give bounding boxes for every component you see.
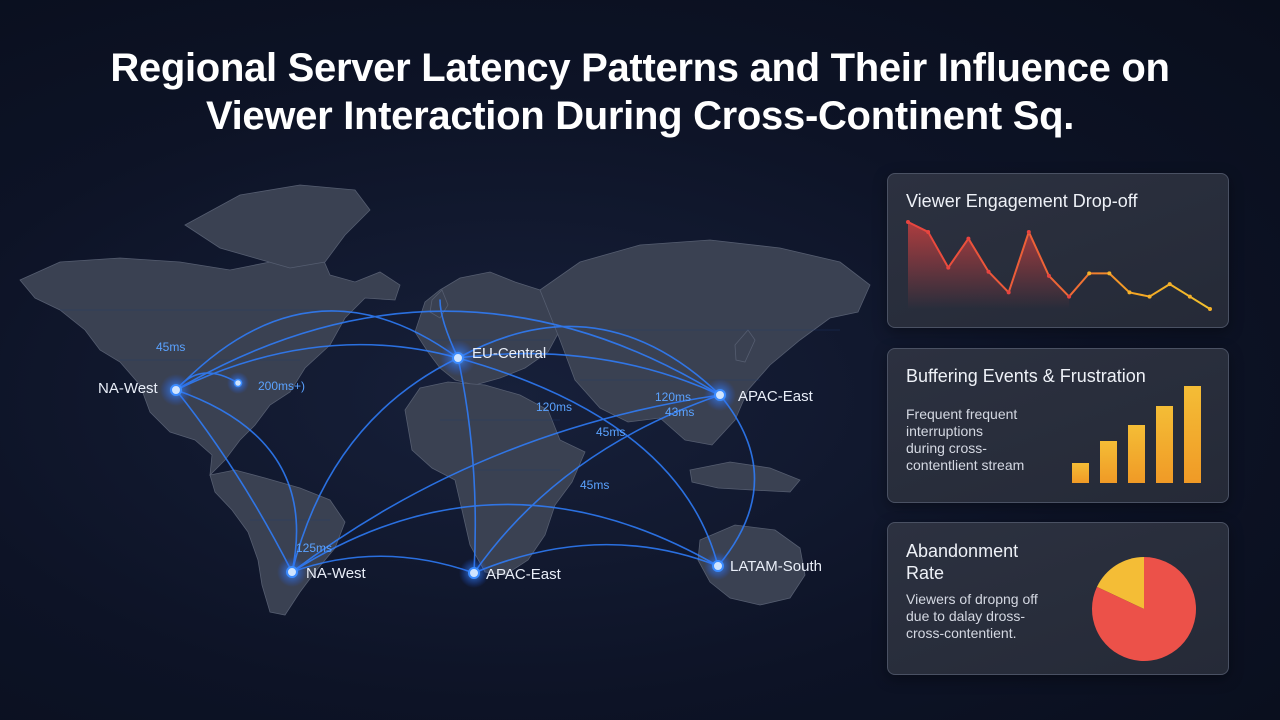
continents bbox=[19, 184, 871, 616]
arc-eu-sa bbox=[291, 357, 459, 573]
line-point bbox=[1127, 290, 1132, 295]
node-apac-east[interactable]: APAC-East bbox=[704, 379, 814, 411]
continent-north-america bbox=[19, 251, 401, 477]
latency-arcs bbox=[175, 299, 756, 574]
arc-na-apac bbox=[175, 310, 721, 396]
buffering-bar bbox=[1184, 386, 1201, 483]
node-label-apac-east: APAC-East bbox=[738, 388, 814, 405]
arc-na-sa-2 bbox=[175, 389, 298, 573]
engagement-line-chart bbox=[906, 220, 1212, 311]
line-point bbox=[986, 269, 991, 274]
buffering-text-line: during cross- bbox=[906, 440, 987, 456]
arc-na-eu bbox=[175, 310, 459, 391]
abandonment-pie-chart bbox=[1092, 557, 1196, 661]
buffering-bar-chart bbox=[1072, 386, 1201, 483]
abandonment-panel-description: Viewers of dropng off due to dalay dross… bbox=[906, 591, 1038, 642]
latency-world-map: NA-West EU-Central APAC-East NA-West APA… bbox=[19, 184, 871, 616]
node-label-na-west: NA-West bbox=[98, 380, 159, 397]
buffering-panel-description: Frequent frequent interruptions during c… bbox=[906, 406, 1024, 474]
buffering-text-line: contentlient stream bbox=[906, 457, 1025, 473]
arc-apac-af bbox=[473, 394, 721, 574]
line-point bbox=[1087, 271, 1092, 276]
engagement-line bbox=[907, 221, 1211, 310]
abandonment-title-line: Rate bbox=[906, 563, 945, 583]
engagement-area bbox=[908, 222, 1070, 309]
node-south-america[interactable]: NA-West bbox=[277, 557, 367, 587]
latency-label: 125ms bbox=[296, 541, 332, 555]
node-na-west[interactable]: NA-West bbox=[98, 374, 192, 406]
arc-sa-au bbox=[291, 503, 719, 573]
latency-labels: 45ms 200ms+) 120ms 120ms 43ms 45ms 45ms … bbox=[156, 340, 694, 555]
pie-slice bbox=[1092, 557, 1196, 661]
buffering-panel: Buffering Events & Frustration Frequent … bbox=[887, 348, 1229, 503]
line-point bbox=[1167, 282, 1172, 287]
node-eu-central[interactable]: EU-Central bbox=[440, 340, 546, 376]
arc-eu-apac-2 bbox=[457, 352, 721, 396]
buffering-bar bbox=[1156, 406, 1173, 483]
buffering-text-line: interruptions bbox=[906, 423, 984, 439]
arc-eu-apac bbox=[457, 325, 721, 396]
greenland bbox=[184, 184, 371, 269]
node-na-east[interactable] bbox=[227, 372, 249, 394]
arc-eu-au bbox=[457, 357, 719, 567]
continent-africa bbox=[404, 381, 586, 576]
line-point bbox=[926, 229, 931, 234]
pie-slice bbox=[1096, 557, 1144, 609]
node-label-south-america: NA-West bbox=[306, 565, 367, 582]
latency-label: 120ms bbox=[536, 400, 572, 414]
continent-australia bbox=[697, 524, 806, 606]
latency-label: 43ms bbox=[665, 405, 694, 419]
node-africa[interactable]: APAC-East bbox=[459, 558, 562, 588]
engagement-panel: Viewer Engagement Drop-off bbox=[887, 173, 1229, 328]
line-point bbox=[1046, 273, 1051, 278]
latency-label: 45ms bbox=[580, 478, 609, 492]
title-line-1: Regional Server Latency Patterns and The… bbox=[110, 46, 1170, 90]
node-label-eu-central: EU-Central bbox=[472, 345, 546, 362]
arc-sa-af bbox=[291, 555, 475, 574]
buffering-panel-title: Buffering Events & Frustration bbox=[906, 366, 1146, 386]
buffering-bar bbox=[1072, 463, 1089, 483]
indonesia bbox=[689, 461, 801, 493]
line-point bbox=[1208, 307, 1212, 311]
line-point bbox=[966, 236, 971, 241]
buffering-text-line: Frequent frequent bbox=[906, 406, 1018, 422]
abandonment-panel: Abandonment Rate Viewers of dropng off d… bbox=[887, 522, 1229, 675]
line-point bbox=[946, 265, 951, 270]
title-line-2: Viewer Interaction During Cross-Continen… bbox=[205, 94, 1075, 138]
line-point bbox=[1147, 294, 1152, 299]
arc-eu-af bbox=[457, 357, 477, 574]
japan bbox=[734, 329, 756, 363]
latency-label: 45ms bbox=[156, 340, 185, 354]
abandonment-text-line: cross-contentient. bbox=[906, 625, 1017, 641]
latency-label: 200ms+) bbox=[258, 379, 305, 393]
arc-na-sa bbox=[175, 389, 293, 573]
buffering-bar bbox=[1100, 441, 1117, 483]
arc-apac-sa bbox=[291, 394, 721, 573]
abandonment-text-line: Viewers of dropng off bbox=[906, 591, 1038, 607]
engagement-panel-title: Viewer Engagement Drop-off bbox=[906, 191, 1138, 211]
line-point bbox=[1107, 271, 1112, 276]
line-point bbox=[906, 220, 910, 224]
continent-asia bbox=[539, 239, 871, 446]
node-label-africa: APAC-East bbox=[486, 566, 562, 583]
arc-af-au bbox=[473, 543, 719, 574]
line-point bbox=[1067, 294, 1072, 299]
line-point bbox=[1006, 290, 1011, 295]
latency-label: 120ms bbox=[655, 390, 691, 404]
country-borders bbox=[60, 309, 840, 521]
abandonment-panel-title: Abandonment Rate bbox=[906, 540, 1018, 584]
arc-apac-au bbox=[717, 394, 756, 567]
abandonment-title-line: Abandonment bbox=[906, 541, 1019, 561]
page-title: Regional Server Latency Patterns and The… bbox=[0, 44, 1280, 140]
latency-label: 45ms bbox=[596, 425, 625, 439]
node-label-australia: LATAM-South bbox=[730, 558, 822, 575]
buffering-bar bbox=[1128, 425, 1145, 483]
server-nodes: NA-West EU-Central APAC-East NA-West APA… bbox=[98, 340, 822, 588]
node-australia[interactable]: LATAM-South bbox=[704, 552, 822, 580]
abandonment-text-line: due to dalay dross- bbox=[906, 608, 1026, 624]
line-point bbox=[1187, 294, 1192, 299]
line-point bbox=[1026, 229, 1031, 234]
